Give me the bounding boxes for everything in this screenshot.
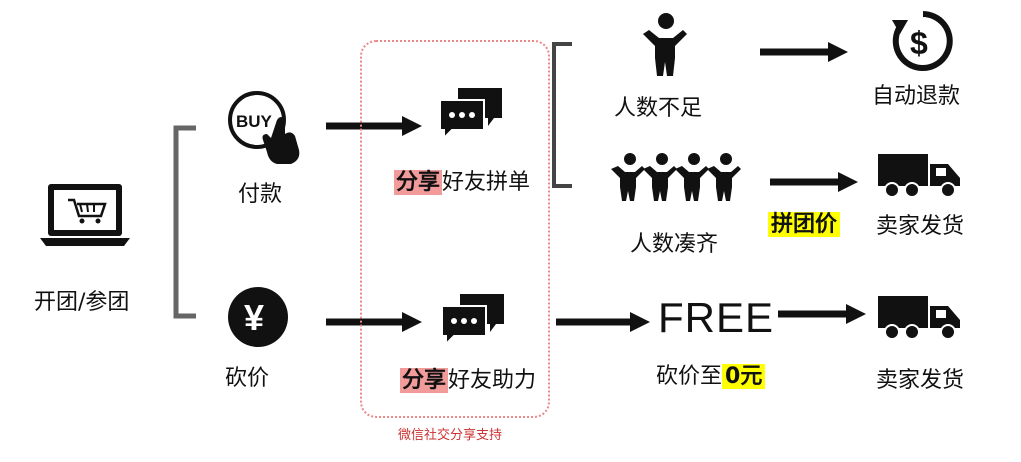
truck-icon-2 (878, 296, 960, 340)
start-label: 开团/参团 (34, 290, 130, 315)
branch-bracket-right (552, 42, 572, 188)
chat-bubbles-icon-2 (441, 294, 504, 347)
share-help-label: 分享好友助力 (400, 362, 536, 394)
svg-text:¥: ¥ (244, 297, 264, 338)
not-enough-label: 人数不足 (614, 96, 703, 121)
arrow-bargain-to-share (326, 312, 422, 332)
refund-label: 自动退款 (872, 84, 961, 109)
branch-bracket-left (173, 125, 196, 319)
refund-dollar-icon: $ (892, 11, 953, 71)
free-text: FREE (658, 294, 775, 341)
social-share-box (360, 40, 550, 418)
arrow-to-ship-1 (770, 172, 858, 192)
arrow-pay-to-share (326, 116, 422, 136)
single-person-icon (643, 13, 687, 76)
free-label-prefix: 砍价至 (656, 364, 723, 389)
svg-text:BUY: BUY (236, 112, 273, 131)
free-label-highlight: 0元 (722, 364, 766, 389)
share-help-rest: 好友助力 (448, 368, 537, 393)
svg-text:$: $ (910, 25, 928, 61)
ship-2-label: 卖家发货 (876, 368, 965, 393)
chat-bubbles-icon (439, 88, 502, 141)
arrow-to-refund (760, 42, 848, 62)
yen-coin-icon: ¥ (228, 287, 288, 347)
laptop-cart-icon (40, 184, 130, 246)
full-label: 人数凑齐 (630, 232, 719, 257)
pay-label: 付款 (238, 182, 283, 207)
share-help-highlight: 分享 (400, 368, 449, 393)
group-price-label: 拼团价 (768, 206, 841, 238)
group-people-icon (611, 153, 741, 201)
social-caption: 微信社交分享支持 (398, 428, 503, 443)
arrow-to-ship-2 (778, 304, 866, 324)
group-price-highlight: 拼团价 (768, 212, 841, 237)
bargain-label: 砍价 (225, 366, 270, 391)
share-group-rest: 好友拼单 (442, 170, 531, 195)
arrow-to-free (556, 312, 650, 332)
share-group-highlight: 分享 (394, 170, 443, 195)
ship-1-label: 卖家发货 (876, 214, 965, 239)
buy-hand-icon: BUY (228, 91, 300, 164)
truck-icon (878, 154, 960, 198)
share-group-label: 分享好友拼单 (394, 164, 530, 196)
